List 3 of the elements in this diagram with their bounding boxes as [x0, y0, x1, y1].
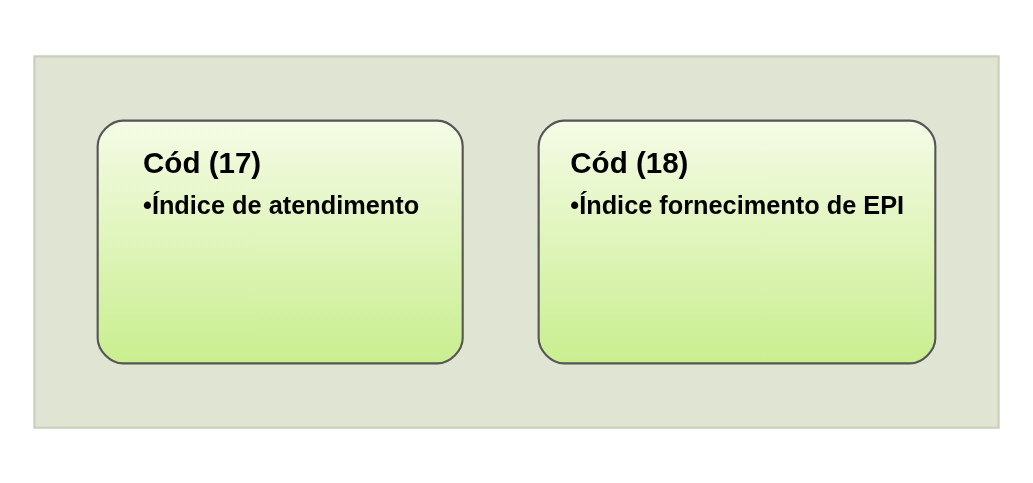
node-box: Cód (18) •Índice fornecimento de EPI: [537, 119, 937, 364]
cluster: [33, 54, 1000, 429]
node-box: Cód (17) •Índice de atendimento: [96, 119, 464, 364]
